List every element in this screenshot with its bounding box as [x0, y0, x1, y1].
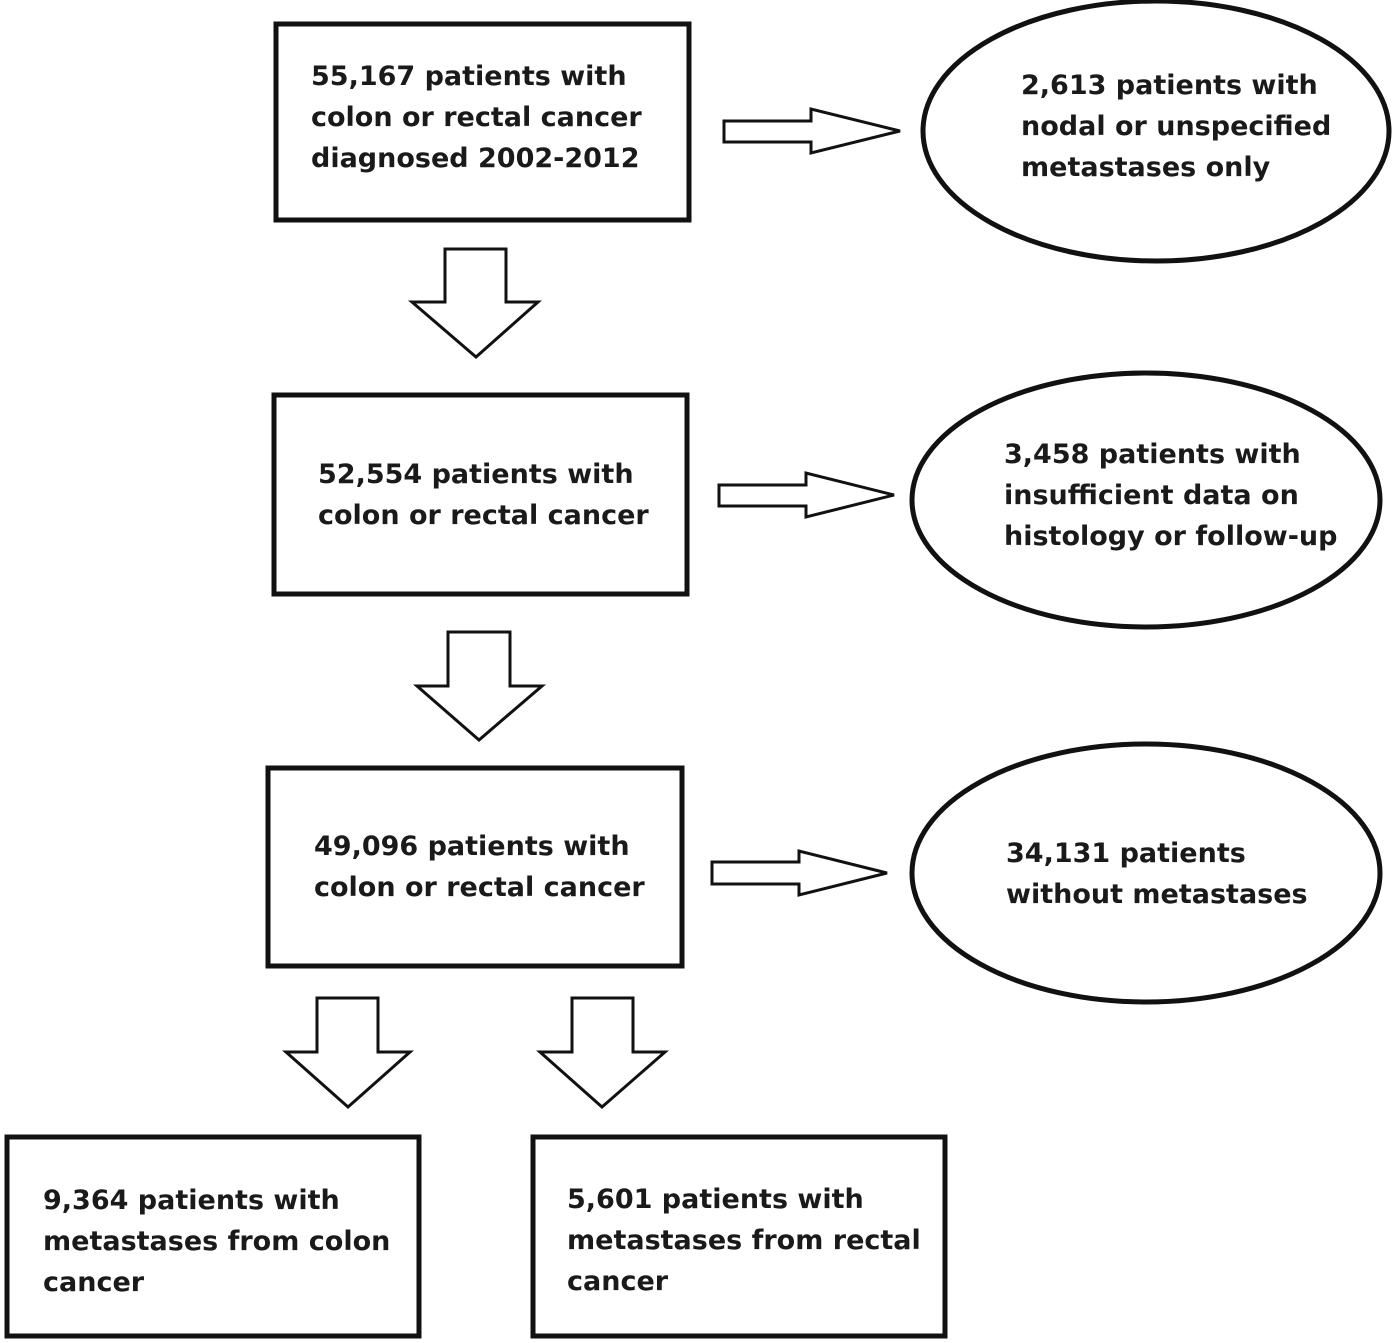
text-line: insufficient data on — [1004, 480, 1299, 511]
text-line: 5,601 patients with — [567, 1184, 864, 1215]
box-rectal-metastases — [530, 1134, 948, 1339]
text-line: colon or rectal cancer — [318, 500, 649, 531]
down-arrow-2 — [412, 630, 547, 742]
box-initial-cohort-label: 55,167 patients with colon or rectal can… — [311, 56, 642, 179]
right-arrow-2 — [717, 471, 895, 519]
box-rectal-metastases-label: 5,601 patients with metastases from rect… — [567, 1179, 921, 1302]
box-second-cohort-label: 52,554 patients with colon or rectal can… — [318, 454, 649, 536]
text-line: metastases from colon — [43, 1226, 391, 1257]
down-arrow-4 — [536, 996, 669, 1109]
right-arrow-3 — [710, 849, 888, 897]
right-arrow-1 — [722, 107, 901, 155]
text-line: diagnosed 2002-2012 — [311, 143, 640, 174]
text-line: colon or rectal cancer — [311, 102, 642, 133]
text-line: 52,554 patients with — [318, 459, 634, 490]
oval-excluded-no-metastases — [909, 741, 1383, 1005]
text-line: cancer — [43, 1267, 145, 1298]
oval-excluded-nodal-label: 2,613 patients with nodal or unspecified… — [1021, 65, 1331, 188]
box-third-cohort — [265, 765, 685, 969]
text-line: metastases only — [1021, 152, 1271, 183]
box-third-cohort-label: 49,096 patients with colon or rectal can… — [314, 826, 645, 908]
text-line: cancer — [567, 1266, 669, 1297]
oval-excluded-no-metastases-label: 34,131 patients without metastases — [1006, 833, 1308, 915]
box-initial-cohort — [273, 21, 692, 223]
text-line: colon or rectal cancer — [314, 872, 645, 903]
text-line: 34,131 patients — [1006, 838, 1246, 869]
text-line: nodal or unspecified — [1021, 111, 1332, 142]
box-second-cohort — [271, 392, 690, 597]
text-line: 2,613 patients with — [1021, 70, 1318, 101]
text-line: 9,364 patients with — [43, 1185, 340, 1216]
down-arrow-3 — [282, 996, 414, 1110]
box-colon-metastases-label: 9,364 patients with metastases from colo… — [43, 1180, 390, 1303]
oval-excluded-nodal — [920, 0, 1392, 264]
oval-excluded-insufficient-label: 3,458 patients with insufficient data on… — [1004, 434, 1337, 557]
text-line: 49,096 patients with — [314, 831, 630, 862]
text-line: 3,458 patients with — [1004, 439, 1301, 470]
down-arrow-1 — [407, 247, 542, 359]
box-colon-metastases — [4, 1134, 422, 1339]
text-line: 55,167 patients with — [311, 61, 627, 92]
text-line: without metastases — [1006, 879, 1308, 910]
oval-excluded-insufficient — [909, 370, 1383, 630]
text-line: metastases from rectal — [567, 1225, 921, 1256]
text-line: histology or follow-up — [1004, 521, 1338, 552]
